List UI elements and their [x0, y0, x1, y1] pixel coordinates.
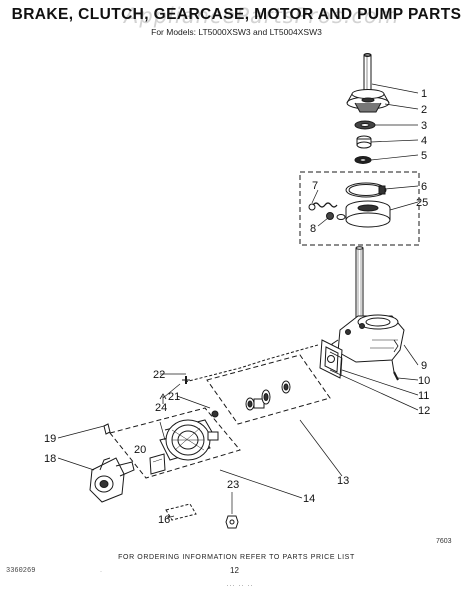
- part-label-19: 19: [44, 433, 56, 445]
- gearcase: [331, 314, 405, 373]
- part-label-18: 18: [44, 453, 56, 465]
- part-label-1: 1: [421, 88, 427, 100]
- brake-bushing: [356, 135, 372, 149]
- part-label-3: 3: [421, 120, 427, 132]
- motor-box: [109, 407, 241, 479]
- brake-washer: [354, 120, 376, 130]
- part-label-7: 7: [312, 180, 318, 192]
- part-label-25: 25: [416, 197, 428, 209]
- watermark-logo: AppliancePartsPros.com: [124, 4, 400, 28]
- brake-cam-housing: [346, 89, 390, 113]
- drive-motor: [159, 410, 219, 461]
- part-label-5: 5: [421, 150, 427, 162]
- page-title: BRAKE, CLUTCH, GEARCASE, MOTOR AND PUMP …: [11, 6, 462, 23]
- part-label-4: 4: [421, 135, 427, 147]
- part-label-11: 11: [418, 390, 429, 402]
- coupling-box: [206, 354, 331, 425]
- screw-10: [393, 371, 399, 381]
- motor-capacitor: [149, 453, 166, 475]
- part-labels: 1 2 3 4 5 6 7 8 25 9 10 11 12 13 14 16 1…: [44, 88, 430, 526]
- footer-tick: ·: [100, 569, 102, 575]
- part-label-24: 24: [155, 402, 167, 414]
- page-number: 12: [230, 566, 239, 575]
- part-label-8: 8: [310, 223, 316, 235]
- clutch-drum: [345, 200, 391, 228]
- drive-cable: [182, 344, 319, 384]
- part-label-20: 20: [134, 444, 146, 456]
- part-label-23: 23: [227, 479, 239, 491]
- motor-shield: [165, 503, 197, 521]
- part-label-14: 14: [303, 493, 315, 505]
- part-label-2: 2: [421, 104, 427, 116]
- part-label-10: 10: [418, 375, 430, 387]
- clutch-band: [345, 182, 387, 198]
- clutch-spring: [308, 202, 346, 220]
- clutch-assembly-box: [299, 171, 420, 246]
- hex-nut: [225, 515, 239, 529]
- gasket: [329, 351, 343, 377]
- print-code: ··· ·· ··: [226, 583, 254, 589]
- part-label-21: 21: [168, 391, 180, 403]
- part-label-16: 16: [158, 514, 170, 526]
- part-label-13: 13: [337, 475, 349, 487]
- spacer-ring: [354, 156, 372, 164]
- arrow-24: [159, 393, 167, 404]
- water-pump: [89, 457, 135, 503]
- pump-clip: [103, 423, 111, 435]
- ordering-note: FOR ORDERING INFORMATION REFER TO PARTS …: [118, 554, 355, 561]
- coupling-parts: [245, 380, 291, 411]
- document-number: 3360269: [6, 567, 36, 575]
- main-shaft: [355, 246, 364, 318]
- leader-lines: [57, 83, 419, 519]
- part-label-9: 9: [421, 360, 427, 372]
- mounting-plate: [319, 339, 343, 379]
- part-label-22: 22: [153, 369, 165, 381]
- figure-code: 7603: [436, 538, 452, 545]
- part-label-12: 12: [418, 405, 430, 417]
- model-subtitle: For Models: LT5000XSW3 and LT5004XSW3: [151, 27, 322, 37]
- part-label-6: 6: [421, 181, 427, 193]
